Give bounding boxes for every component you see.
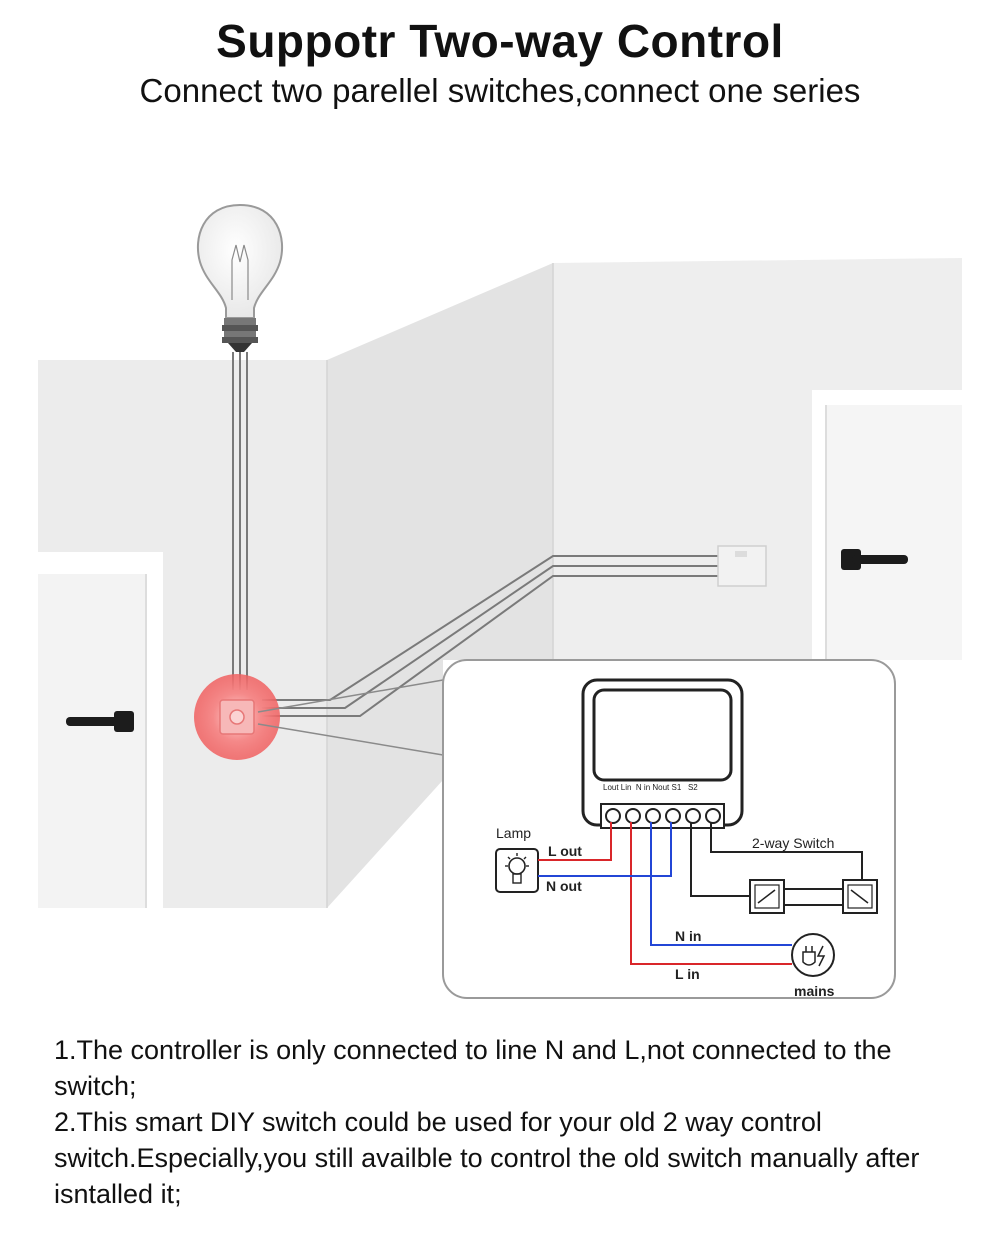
wiring-callout: Lout Lin N in Nout S1 S2 Lamp: [442, 659, 896, 999]
neutral-wires: [538, 822, 792, 946]
two-way-switch-icon: [749, 879, 785, 914]
lamp-label: Lamp: [496, 825, 531, 841]
left-door: [38, 552, 163, 908]
right-door: [812, 390, 962, 660]
mains-plug-icon: [791, 933, 835, 977]
ceiling-wires: [232, 352, 248, 690]
light-bulb-icon: [196, 203, 284, 352]
smart-switch-module: Lout Lin N in Nout S1 S2: [581, 678, 744, 829]
page-subtitle: Connect two parellel switches,connect on…: [139, 72, 861, 109]
note-2: 2.This smart DIY switch could be used fo…: [54, 1107, 920, 1209]
page-title: Suppotr Two-way Control: [216, 15, 784, 67]
live-wires: [538, 822, 792, 965]
callout-pointer: [257, 679, 444, 756]
terminal-labels: Lout Lin N in Nout S1 S2: [603, 783, 698, 792]
door-handle-icon: [841, 549, 908, 570]
switch-leg-wires: [690, 822, 863, 906]
room-walls: [38, 258, 962, 908]
switch-wires: [262, 555, 720, 717]
wall-switch-icon: [717, 545, 767, 587]
l-out-label: L out: [548, 843, 582, 859]
lamp-icon: [495, 848, 539, 893]
two-way-switch-icon: [842, 879, 878, 914]
note-1: 1.The controller is only connected to li…: [54, 1035, 892, 1101]
n-in-label: N in: [675, 928, 701, 944]
junction-highlight: [194, 674, 280, 760]
door-handle-icon: [66, 711, 134, 732]
mains-label: mains: [794, 983, 835, 999]
side-wall: [327, 263, 553, 908]
l-in-label: L in: [675, 966, 700, 982]
n-out-label: N out: [546, 878, 582, 894]
switch-label: 2-way Switch: [752, 835, 834, 851]
notes: 1.The controller is only connected to li…: [54, 1032, 964, 1212]
